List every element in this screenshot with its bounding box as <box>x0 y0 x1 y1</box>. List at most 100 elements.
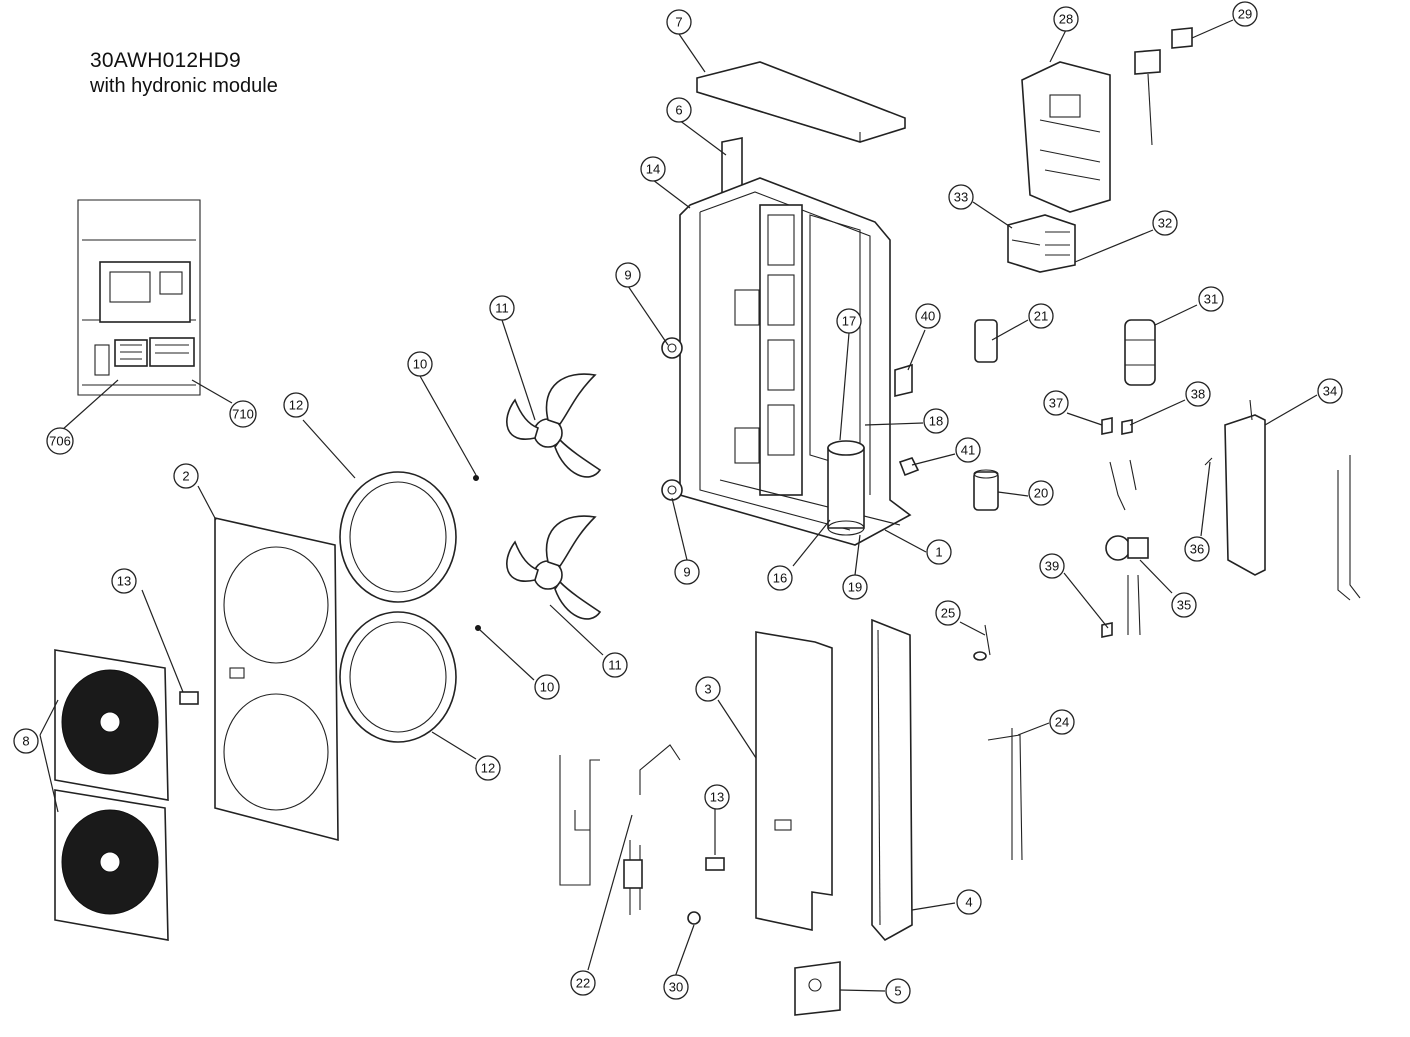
part-11-fan-blades <box>506 373 602 620</box>
main-chassis <box>679 177 912 546</box>
part-31-expansion-tank <box>1124 319 1156 386</box>
callout-9: 9 <box>615 262 641 288</box>
callout-35: 35 <box>1171 592 1197 618</box>
part-24-tubing <box>987 728 1023 861</box>
part-30-valve-cap <box>687 911 701 925</box>
model-number: 30AWH012HD9 <box>90 49 241 72</box>
callout-18: 18 <box>923 408 949 434</box>
callout-label: 6 <box>675 103 682 118</box>
callout-3: 3 <box>695 676 721 702</box>
part-5-bracket <box>794 961 841 1016</box>
callout-9: 9 <box>674 559 700 585</box>
callout-13: 13 <box>111 568 137 594</box>
part-12-fan-rings <box>339 471 457 743</box>
callout-label: 22 <box>576 976 590 991</box>
callout-label: 40 <box>921 309 935 324</box>
diagram-title-block: 30AWH012HD9 with hydronic module <box>90 48 278 98</box>
callout-label: 19 <box>848 580 862 595</box>
part-9-motor-mounts <box>661 337 683 501</box>
callout-28: 28 <box>1053 6 1079 32</box>
callout-label: 18 <box>929 414 943 429</box>
callout-label: 11 <box>608 658 622 673</box>
callout-label: 24 <box>1055 715 1069 730</box>
callout-10: 10 <box>407 351 433 377</box>
callout-6: 6 <box>666 97 692 123</box>
callout-7: 7 <box>666 9 692 35</box>
callout-label: 32 <box>1158 216 1172 231</box>
model-subtitle: with hydronic module <box>90 75 278 97</box>
callout-label: 9 <box>624 268 631 283</box>
callout-12: 12 <box>475 755 501 781</box>
part-25-sensor <box>973 624 991 661</box>
callout-39: 39 <box>1039 553 1065 579</box>
part-4-side-panel <box>871 618 913 942</box>
callout-label: 35 <box>1177 598 1191 613</box>
callout-14: 14 <box>640 156 666 182</box>
callout-36: 36 <box>1184 536 1210 562</box>
part-35-pump <box>1105 459 1149 636</box>
callout-4: 4 <box>956 889 982 915</box>
callout-19: 19 <box>842 574 868 600</box>
callout-16: 16 <box>767 565 793 591</box>
callout-label: 17 <box>842 314 856 329</box>
callout-label: 39 <box>1045 559 1059 574</box>
leader-lines <box>39 19 1318 992</box>
callout-label: 12 <box>481 761 495 776</box>
callout-label: 10 <box>540 680 554 695</box>
callout-label: 13 <box>710 790 724 805</box>
callout-label: 1 <box>935 545 942 560</box>
callout-33: 33 <box>948 184 974 210</box>
callout-25: 25 <box>935 600 961 626</box>
callout-label: 21 <box>1034 309 1048 324</box>
callout-label: 37 <box>1049 396 1063 411</box>
callout-31: 31 <box>1198 286 1224 312</box>
callout-706: 706 <box>46 427 74 455</box>
part-8-fan-guards <box>54 649 169 941</box>
callout-17: 17 <box>836 308 862 334</box>
callout-label: 36 <box>1190 542 1204 557</box>
callout-label: 7 <box>675 15 682 30</box>
callout-40: 40 <box>915 303 941 329</box>
part-28-electrical-box <box>1021 61 1111 213</box>
part-29-small-board <box>1134 27 1193 146</box>
callout-label: 38 <box>1191 387 1205 402</box>
callout-29: 29 <box>1232 1 1258 27</box>
part-21-receiver <box>974 319 998 363</box>
callout-37: 37 <box>1043 390 1069 416</box>
callout-24: 24 <box>1049 709 1075 735</box>
callout-1: 1 <box>926 539 952 565</box>
callout-label: 5 <box>894 984 901 999</box>
callout-label: 16 <box>773 571 787 586</box>
callout-11: 11 <box>602 652 628 678</box>
callout-label: 9 <box>683 565 690 580</box>
callout-13: 13 <box>704 784 730 810</box>
part-7-top-panel <box>696 61 906 143</box>
part-3-side-panel <box>755 631 833 931</box>
callout-2: 2 <box>173 463 199 489</box>
callout-38: 38 <box>1185 381 1211 407</box>
part-20-filter-drier <box>973 469 999 511</box>
callout-label: 13 <box>117 574 131 589</box>
callout-label: 41 <box>961 443 975 458</box>
part-16-compressor <box>827 440 865 536</box>
callout-label: 4 <box>965 895 972 910</box>
callout-label: 12 <box>289 398 303 413</box>
callout-5: 5 <box>885 978 911 1004</box>
callout-22: 22 <box>570 970 596 996</box>
callout-label: 2 <box>182 469 189 484</box>
callout-label: 11 <box>495 301 509 316</box>
callout-32: 32 <box>1152 210 1178 236</box>
part-22-piping <box>559 744 681 915</box>
callout-label: 710 <box>232 407 254 422</box>
callout-label: 706 <box>49 434 71 449</box>
callout-label: 14 <box>646 162 660 177</box>
callout-label: 10 <box>413 357 427 372</box>
callout-label: 25 <box>941 606 955 621</box>
callout-20: 20 <box>1028 480 1054 506</box>
callout-label: 30 <box>669 980 683 995</box>
callout-label: 8 <box>22 734 29 749</box>
outlet-piping <box>1337 455 1361 601</box>
callout-label: 31 <box>1204 292 1218 307</box>
part-34-heat-exchanger <box>1224 399 1266 576</box>
